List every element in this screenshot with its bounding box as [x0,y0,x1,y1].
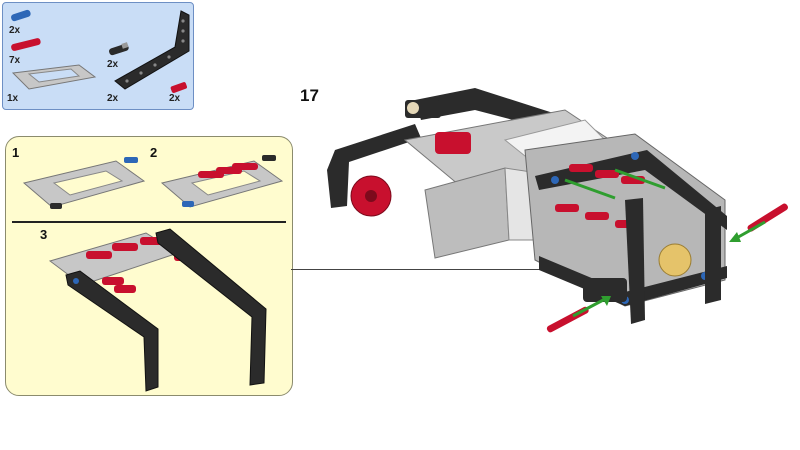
parts-qty-blue-pin: 2x [9,25,21,36]
red-connector-icon [170,82,187,93]
parts-qty-bent-beam: 2x [107,93,119,104]
substep-label-2: 2 [150,145,158,160]
parts-qty-frame: 1x [7,93,19,104]
red-axle-pin-icon [11,38,41,51]
substep-1-illustration [22,157,146,209]
blue-axle-pin-icon [11,9,31,22]
substep-3-illustration [48,228,267,392]
parts-qty-red-connector: 2x [169,93,181,104]
callout-connector-line [291,269,569,270]
subassembly-callout: 1 2 3 [5,136,293,396]
substep-label-3: 3 [40,227,48,242]
main-assembly-illustration [327,88,788,333]
substep-2-illustration [160,155,284,208]
callout-divider [12,221,286,223]
parts-qty-red-pin: 7x [9,55,21,66]
bent-beam-icon [114,10,190,90]
substep-label-1: 1 [12,145,20,160]
parts-list-box: 2x 7x 1x 2x 2x 2x [2,2,194,110]
frame-icon [11,64,97,90]
step-number: 17 [300,86,319,105]
parts-qty-black-pin: 2x [107,59,119,70]
black-pin-icon [109,42,129,56]
